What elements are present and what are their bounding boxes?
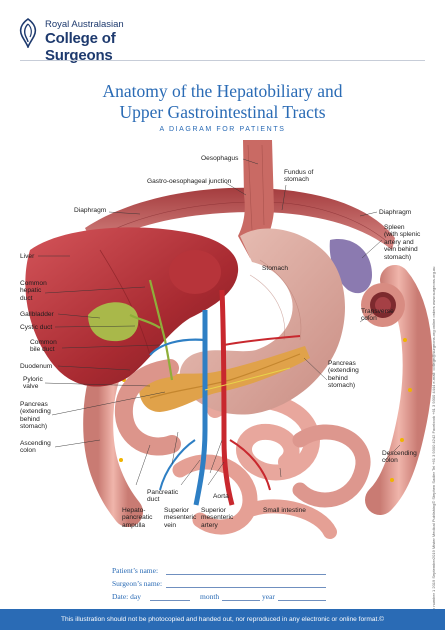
oesophagus [238, 140, 274, 258]
stomach [179, 228, 345, 415]
label-hepato-pancreatic-ampulla: Hepato- pancreatic ampulla [122, 507, 153, 529]
label-aorta: Aorta [213, 493, 229, 500]
label-descending-colon: Descending colon [382, 450, 417, 465]
copyright-footer: This illustration should not be photocop… [0, 609, 445, 630]
anatomy-illustration [25, 140, 433, 539]
label-ascending-colon: Ascending colon [20, 440, 51, 455]
date-year-field[interactable] [278, 600, 326, 601]
publisher-side-text-content: Edition number 1 2019 September2019 Mist… [431, 266, 436, 620]
label-pancreatic-duct: Pancreatic duct [147, 489, 179, 504]
header-divider [20, 60, 425, 61]
label-diaphragm-left: Diaphragm [74, 207, 107, 214]
brand-line2: College of Surgeons [45, 30, 116, 64]
label-diaphragm-right: Diaphragm [379, 209, 412, 216]
label-transverse-colon: Transverse colon [361, 308, 394, 323]
surgeon-name-field[interactable] [166, 587, 326, 588]
label-fundus-of-stomach: Fundus of stomach [284, 169, 314, 184]
bile-ducts [129, 279, 174, 381]
label-small-intestine: Small intestine [263, 507, 306, 514]
date-month-field[interactable] [222, 600, 260, 601]
brand-line1: Royal Australasian [45, 19, 124, 30]
label-pancreas-left: Pancreas (extending behind stomach) [20, 401, 51, 431]
label-common-hepatic-duct: Common hepatic duct [20, 280, 47, 302]
page-subtitle: A DIAGRAM FOR PATIENTS [159, 126, 286, 133]
date-day-label: Date: day [112, 592, 141, 601]
label-gallbladder: Gallbladder [20, 311, 54, 318]
publisher-side-text: Edition number 1 2019 September2019 Mist… [424, 200, 436, 620]
college-crest-icon [19, 18, 37, 48]
patient-name-label: Patient’s name: [112, 566, 159, 575]
label-leader-lines [38, 158, 401, 486]
page-title-line2: Upper Gastrointestinal Tracts [119, 102, 326, 122]
label-superior-mesenteric-vein: Superior mesenteric vein [164, 507, 197, 529]
duodenum [114, 359, 181, 456]
label-pyloric-valve: Pyloric valve [23, 376, 43, 391]
label-common-bile-duct: Common bile duct [30, 339, 57, 354]
patient-name-field[interactable] [166, 574, 326, 575]
label-gastro-oesophageal-junction: Gastro-oesophageal junction [147, 178, 232, 185]
label-cystic-duct: Cystic duct [20, 324, 53, 331]
gallbladder [88, 302, 139, 342]
surgeon-name-label: Surgeon’s name: [112, 579, 163, 588]
label-superior-mesenteric-artery: Superior mesenteric artery [201, 507, 234, 529]
label-spleen: Spleen (with splenic artery and vein beh… [384, 224, 421, 261]
label-stomach: Stomach [262, 265, 289, 272]
colon [83, 265, 433, 527]
brand-logo: Royal Australasian College of Surgeons [17, 16, 187, 64]
date-day-field[interactable] [150, 600, 190, 601]
label-duodenum: Duodenum [20, 363, 53, 370]
liver [25, 227, 239, 387]
date-month-label: month [200, 592, 220, 601]
label-oesophagus: Oesophagus [201, 155, 239, 162]
page-title-line1: Anatomy of the Hepatobiliary and [102, 81, 343, 101]
label-liver: Liver [20, 253, 35, 260]
blood-vessels [149, 289, 301, 506]
label-pancreas-behind-stomach: Pancreas (extending behind stomach) [328, 360, 359, 390]
date-year-label: year [262, 592, 275, 601]
